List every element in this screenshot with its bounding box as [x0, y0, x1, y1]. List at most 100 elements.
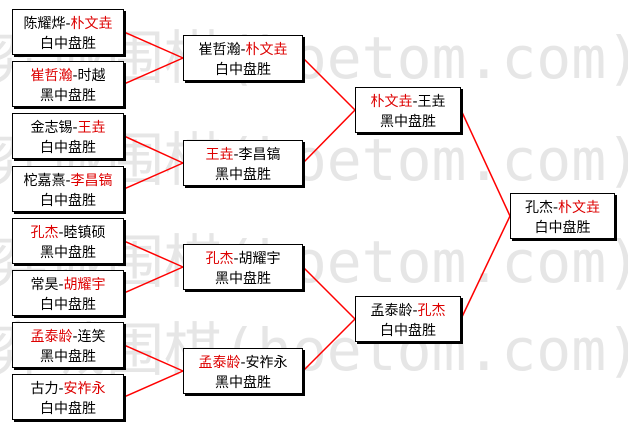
separator: - — [412, 303, 418, 319]
match-players: 孔杰-睦镇硕 — [13, 223, 123, 243]
player-name: 朴文垚 — [370, 94, 413, 110]
bracket-connector — [123, 57, 184, 85]
player-name: 孔杰 — [417, 303, 446, 319]
player-name: 王垚 — [77, 120, 106, 136]
player-name: 睦镇硕 — [63, 225, 106, 241]
player-name: 李昌镐 — [70, 173, 113, 189]
player-name: 孟泰龄 — [370, 303, 413, 319]
player-name: 安祚永 — [245, 355, 288, 371]
separator: - — [233, 251, 239, 267]
player-name: 孔杰 — [205, 251, 234, 267]
player-name: 胡耀宇 — [63, 277, 106, 293]
bracket-connector — [302, 109, 356, 164]
match-players: 金志锡-王垚 — [13, 118, 123, 138]
match-result: 白中盘胜 — [380, 323, 436, 339]
player-name: 孔杰 — [30, 225, 59, 241]
match-box-r1: 常昊-胡耀宇白中盘胜 — [12, 270, 124, 316]
player-name: 胡耀宇 — [238, 251, 281, 267]
match-result: 白中盘胜 — [534, 220, 591, 236]
match-box-r1: 柁嘉熹-李昌镐白中盘胜 — [12, 166, 124, 212]
match-players: 朴文垚-王垚 — [356, 92, 460, 112]
bracket-connector — [123, 31, 184, 59]
player-name: 常昊 — [30, 277, 59, 293]
match-result: 黑中盘胜 — [40, 88, 96, 104]
match-box-r1: 陈耀烨-朴文垚白中盘胜 — [12, 9, 124, 55]
match-players: 孟泰龄-孔杰 — [356, 301, 460, 321]
player-name: 孔杰 — [524, 200, 553, 216]
bracket-connector — [302, 318, 356, 372]
match-players: 崔哲瀚-朴文垚 — [184, 40, 302, 60]
player-name: 金志锡 — [30, 120, 73, 136]
match-result: 黑中盘胜 — [215, 271, 271, 287]
match-box-r1: 孔杰-睦镇硕黑中盘胜 — [12, 218, 124, 264]
bracket-connector — [123, 135, 184, 164]
separator: - — [58, 277, 64, 293]
final-match: 孔杰-朴文垚白中盘胜 — [510, 193, 615, 239]
match-players: 孔杰-朴文垚 — [511, 198, 614, 218]
match-players: 柁嘉熹-李昌镐 — [13, 171, 123, 191]
match-box-r1: 金志锡-王垚白中盘胜 — [12, 113, 124, 159]
match-result: 白中盘胜 — [40, 193, 96, 209]
player-name: 王垚 — [417, 94, 446, 110]
separator: - — [552, 200, 559, 216]
match-result: 白中盘胜 — [40, 401, 96, 417]
bracket-connector — [460, 215, 511, 320]
separator: - — [412, 94, 418, 110]
separator: - — [65, 173, 71, 189]
player-name: 连笑 — [77, 329, 106, 345]
match-result: 白中盘胜 — [40, 36, 96, 52]
bracket-connector — [302, 266, 356, 320]
player-name: 崔哲瀚 — [30, 68, 73, 84]
match-players: 王垚-李昌镐 — [184, 145, 302, 165]
player-name: 李昌镐 — [238, 147, 281, 163]
bracket-connector — [123, 266, 184, 294]
bracket-connector — [460, 109, 511, 217]
match-players: 孟泰龄-安祚永 — [184, 353, 302, 373]
separator: - — [58, 381, 64, 397]
player-name: 时越 — [77, 68, 106, 84]
player-name: 安祚永 — [63, 381, 106, 397]
player-name: 陈耀烨 — [23, 16, 66, 32]
player-name: 朴文垚 — [558, 200, 601, 216]
match-players: 孟泰龄-连笑 — [13, 327, 123, 347]
player-name: 朴文垚 — [245, 42, 288, 58]
match-players: 崔哲瀚-时越 — [13, 66, 123, 86]
match-box-r2: 崔哲瀚-朴文垚白中盘胜 — [183, 35, 303, 81]
match-result: 黑中盘胜 — [40, 245, 96, 261]
separator: - — [58, 225, 64, 241]
separator: - — [72, 329, 78, 345]
match-result: 白中盘胜 — [40, 140, 96, 156]
player-name: 孟泰龄 — [30, 329, 73, 345]
match-players: 陈耀烨-朴文垚 — [13, 14, 123, 34]
bracket-connector — [123, 162, 184, 190]
player-name: 王垚 — [205, 147, 234, 163]
separator: - — [240, 42, 246, 58]
separator: - — [72, 120, 78, 136]
match-box-r1: 孟泰龄-连笑黑中盘胜 — [12, 322, 124, 368]
match-box-r1: 崔哲瀚-时越黑中盘胜 — [12, 61, 124, 107]
separator: - — [72, 68, 78, 84]
player-name: 孟泰龄 — [198, 355, 241, 371]
match-players: 常昊-胡耀宇 — [13, 275, 123, 295]
bracket-connector — [123, 344, 184, 372]
bracket-connector — [302, 57, 356, 111]
player-name: 古力 — [30, 381, 59, 397]
match-box-r3: 朴文垚-王垚黑中盘胜 — [355, 87, 461, 133]
match-players: 古力-安祚永 — [13, 379, 123, 399]
match-result: 黑中盘胜 — [215, 167, 271, 183]
separator: - — [240, 355, 246, 371]
player-name: 崔哲瀚 — [198, 42, 241, 58]
match-result: 白中盘胜 — [40, 297, 96, 313]
match-box-r1: 古力-安祚永白中盘胜 — [12, 374, 124, 420]
separator: - — [233, 147, 239, 163]
separator: - — [65, 16, 71, 32]
match-box-r3: 孟泰龄-孔杰白中盘胜 — [355, 296, 461, 342]
bracket-connector — [123, 370, 184, 398]
match-result: 黑中盘胜 — [380, 114, 436, 130]
match-players: 孔杰-胡耀宇 — [184, 249, 302, 269]
match-box-r2: 王垚-李昌镐黑中盘胜 — [183, 140, 303, 186]
player-name: 朴文垚 — [70, 16, 113, 32]
match-result: 白中盘胜 — [215, 62, 271, 78]
